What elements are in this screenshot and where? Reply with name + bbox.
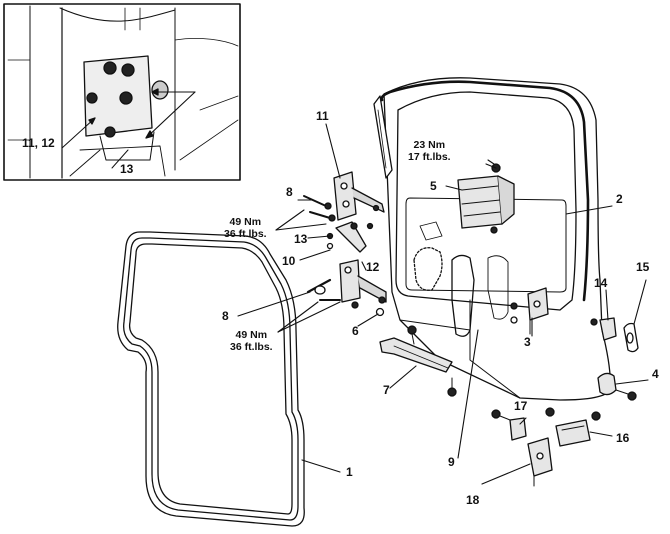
callout-2: 2 bbox=[616, 192, 623, 206]
callout-14: 14 bbox=[594, 276, 608, 290]
inset-bolt-3 bbox=[86, 92, 98, 104]
callout-8-top: 8 bbox=[286, 185, 293, 199]
callout-11: 11 bbox=[316, 109, 329, 123]
callout-15: 15 bbox=[636, 260, 650, 274]
callout-18: 18 bbox=[466, 493, 480, 507]
callout-12: 12 bbox=[366, 260, 380, 274]
inset-frame bbox=[3, 3, 241, 181]
leader-lines bbox=[237, 123, 649, 485]
callout-1: 1 bbox=[346, 465, 353, 479]
inset-stud bbox=[151, 80, 169, 100]
torque-upper-ftlbs: 36 ft.lbs. bbox=[224, 228, 267, 240]
torque-lower-body-hinge: 49 Nm 36 ft.lbs. bbox=[230, 329, 273, 353]
callout-17: 17 bbox=[514, 399, 528, 413]
door-weatherstrip bbox=[117, 231, 305, 527]
callout-7: 7 bbox=[383, 383, 390, 397]
inset-bolt-4 bbox=[119, 91, 133, 105]
callout-4: 4 bbox=[652, 367, 659, 381]
torque-door-ftlbs: 17 ft.lbs. bbox=[408, 151, 451, 163]
torque-lower-ftlbs: 36 ft.lbs. bbox=[230, 341, 273, 353]
callout-9: 9 bbox=[448, 455, 455, 469]
callout-10: 10 bbox=[282, 254, 296, 268]
lower-door-hinge bbox=[510, 287, 549, 335]
callout-6: 6 bbox=[352, 324, 359, 338]
inset-bolt-5 bbox=[104, 126, 116, 138]
callout-13: 13 bbox=[294, 232, 308, 246]
callout-3: 3 bbox=[524, 335, 531, 349]
door-check-link bbox=[379, 325, 457, 397]
callout-8-bottom: 8 bbox=[222, 309, 229, 323]
torque-upper-body-hinge: 49 Nm 36 ft.lbs. bbox=[224, 216, 267, 240]
callout-16: 16 bbox=[616, 431, 630, 445]
body-hinge-assembly bbox=[303, 171, 387, 317]
upper-door-hinge bbox=[457, 163, 515, 234]
inset-bolt-1 bbox=[103, 61, 117, 75]
torque-lower-nm: 49 Nm bbox=[235, 329, 268, 341]
inset-label-hinges: 11, 12 bbox=[22, 136, 55, 150]
torque-door-nm: 23 Nm bbox=[413, 139, 446, 151]
inset-detail bbox=[3, 3, 241, 181]
torque-upper-nm: 49 Nm bbox=[229, 216, 262, 228]
callout-5: 5 bbox=[430, 179, 437, 193]
inset-bolt-2 bbox=[121, 63, 135, 77]
torque-door-hinge: 23 Nm 17 ft.lbs. bbox=[408, 139, 451, 163]
latch-parts bbox=[491, 317, 639, 487]
rear-door-panel bbox=[373, 77, 611, 401]
inset-hinge-plate bbox=[83, 55, 153, 137]
inset-label-link: 13 bbox=[120, 162, 134, 176]
